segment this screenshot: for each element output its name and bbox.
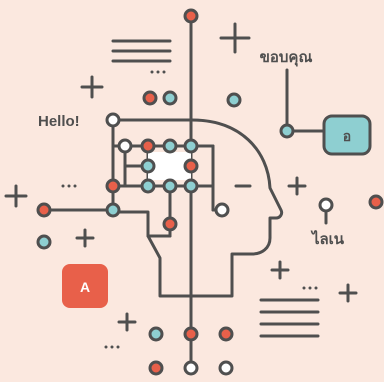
circuit-network-icon bbox=[36, 8, 384, 376]
badge-letter-a: A bbox=[80, 279, 90, 295]
speech-bubble-icon: อ bbox=[322, 114, 372, 156]
ellipsis-dots bbox=[61, 70, 318, 349]
thanks-label: ขอบคุณ bbox=[260, 49, 313, 67]
head-profile-icon bbox=[111, 118, 284, 298]
like-label: ไลเน bbox=[310, 229, 345, 248]
plus-sign-icon bbox=[4, 22, 358, 332]
bubble-letter-o: อ bbox=[343, 128, 351, 144]
letter-a-badge: A bbox=[62, 264, 108, 308]
hello-label: Hello! bbox=[38, 113, 80, 130]
